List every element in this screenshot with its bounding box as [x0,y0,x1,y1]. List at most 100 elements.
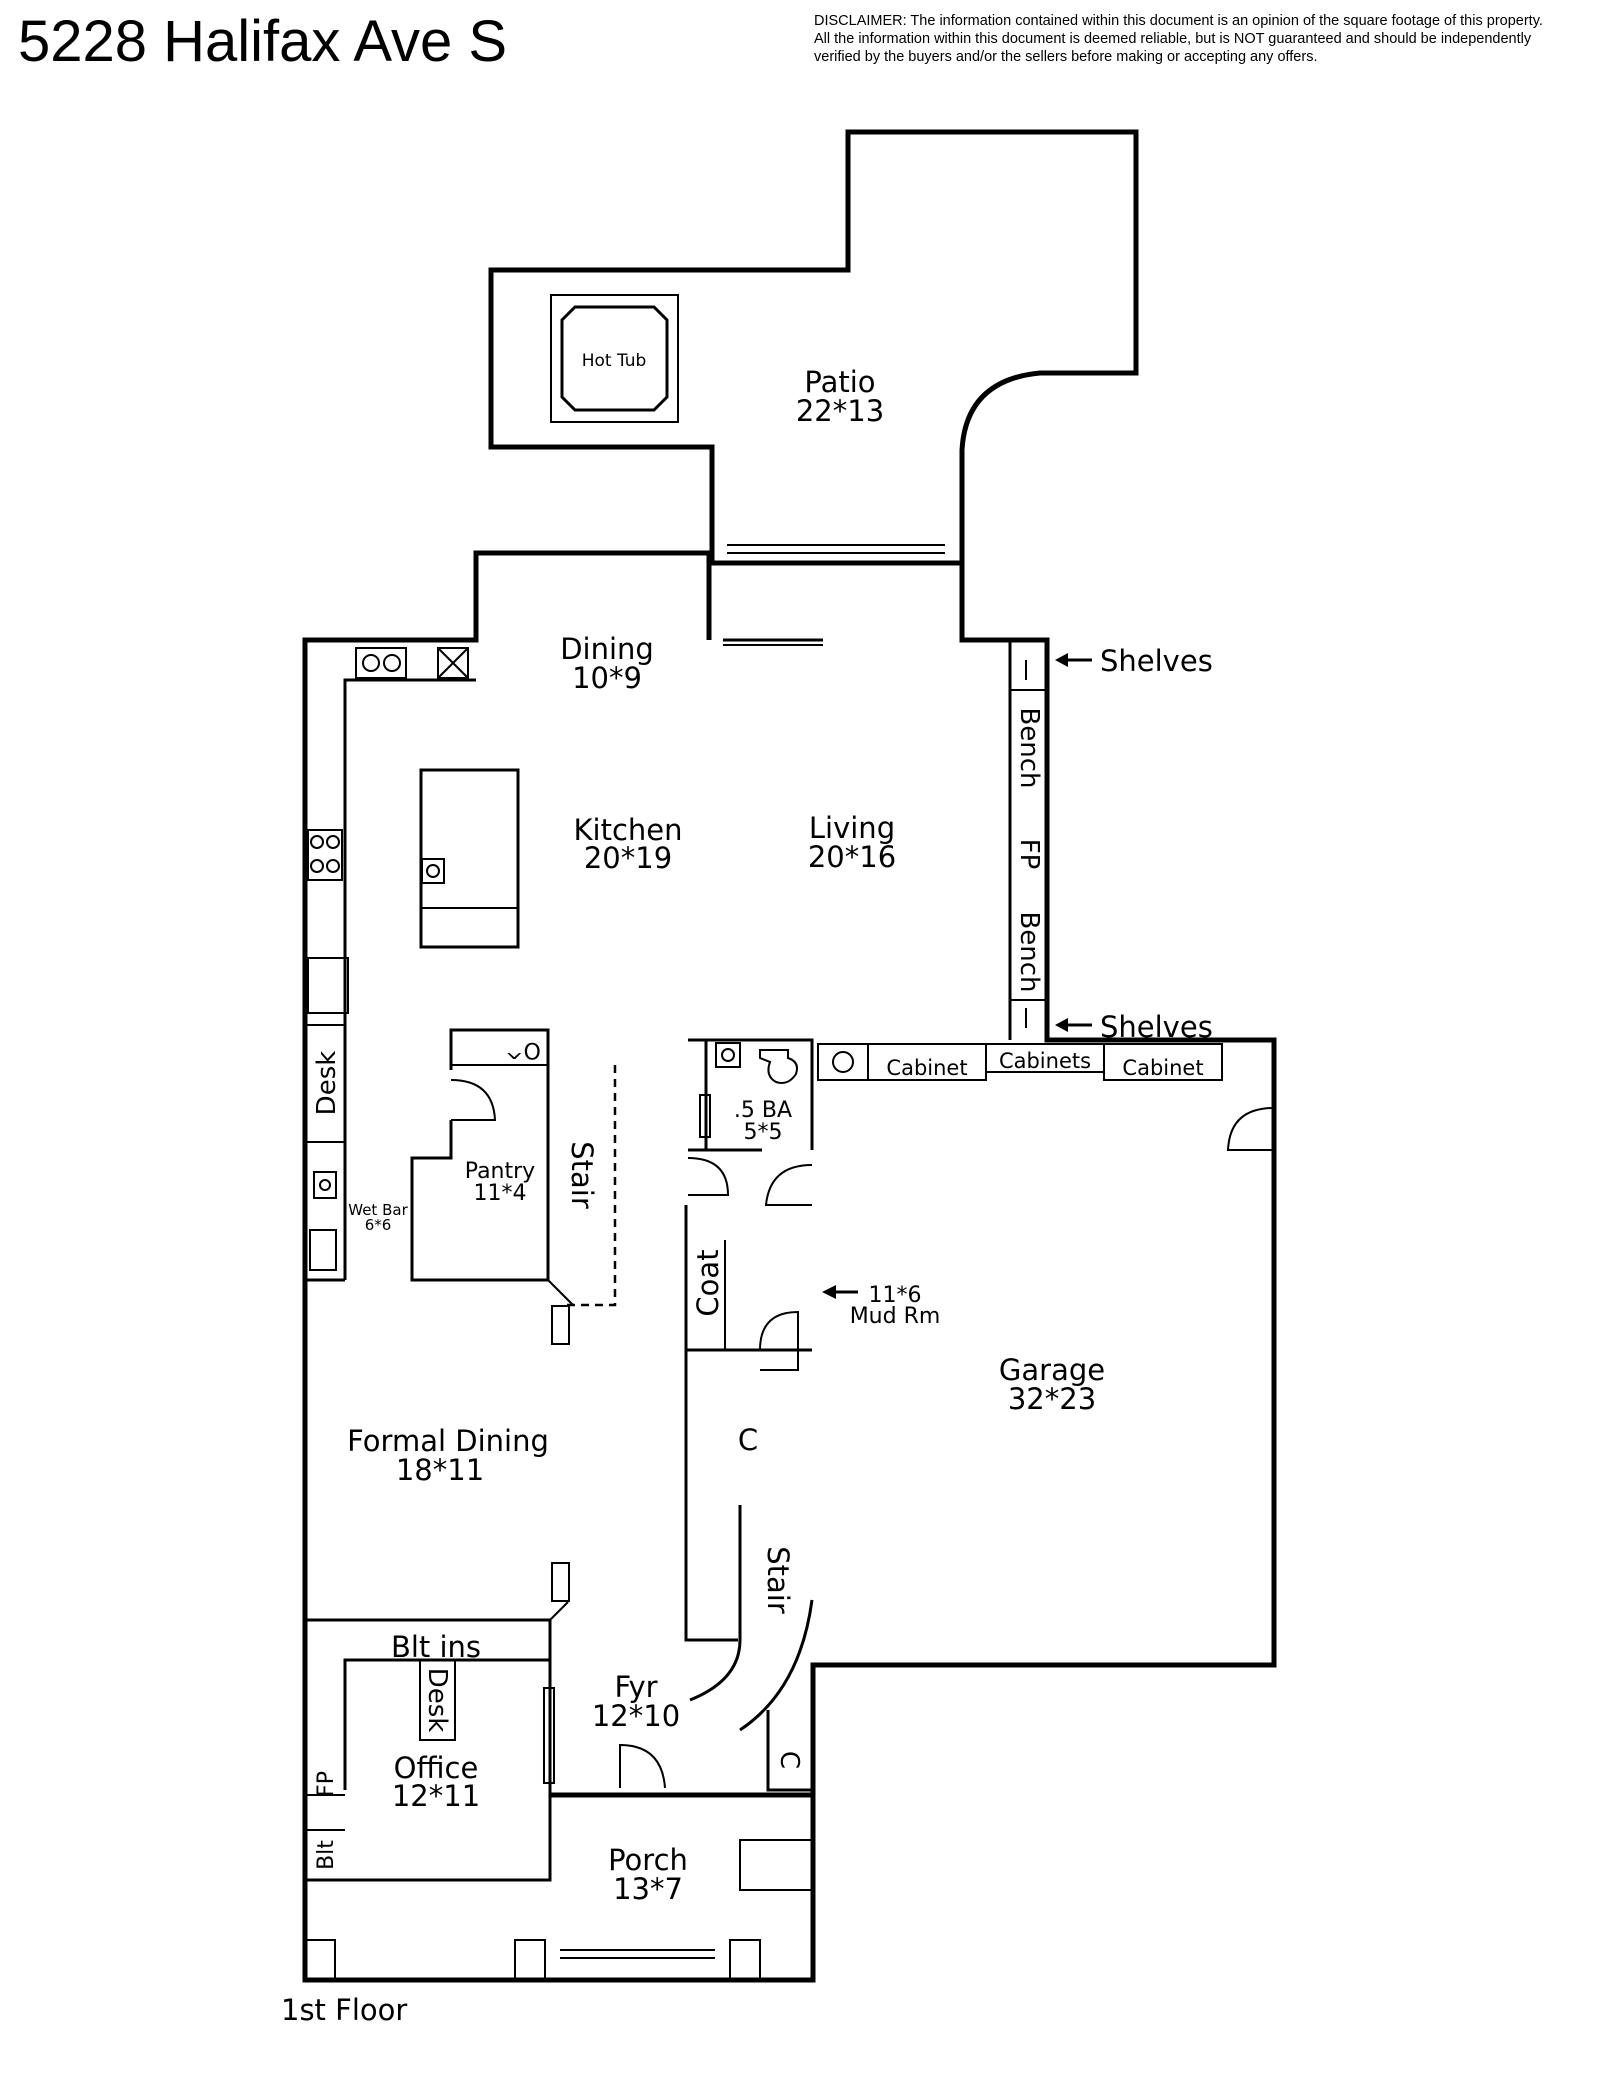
burner [310,859,324,873]
stair-dashed [563,1065,617,1307]
stair-angle [547,1279,574,1306]
living-name: Living [809,811,895,845]
porch-column [304,1939,336,1981]
patio-outline [488,129,1139,566]
burner [310,835,324,849]
hot-tub-basin [560,305,669,412]
office-fireplace-label: FP [314,1771,339,1797]
hot-tub-frame [550,294,679,423]
office-desk-label: Desk [422,1668,452,1733]
garage-name: Garage [999,1353,1105,1387]
burner [326,835,340,849]
office-built-in-label: Blt [314,1840,339,1870]
disclaimer-line: verified by the buyers and/or the seller… [814,49,1318,65]
mud-room-name: Mud Rm [850,1304,941,1329]
double-sink [355,647,407,679]
foyer-closet-label: C [774,1751,804,1769]
closet-door [759,1310,799,1371]
living-dims: 20*16 [808,840,896,874]
bath-drain [721,1048,735,1062]
kitchen-counter-line [343,678,476,1280]
column [551,1305,570,1345]
garage-dims: 32*23 [1008,1382,1096,1416]
pantry-walls [410,1028,550,1282]
oven-label: O^ [505,1037,541,1062]
pantry-name: Pantry [465,1159,535,1184]
wet-bar-dims: 6*6 [365,1216,392,1234]
cabinet-left-label: Cabinet [886,1056,967,1080]
front-door [619,1743,666,1789]
office-angle [549,1601,569,1621]
utility-sink [817,1043,869,1081]
arrow-head [1055,1018,1068,1032]
foyer-dims: 12*10 [592,1699,680,1733]
bath-door-jamb [699,1094,711,1138]
cabinet-right-label: Cabinet [1122,1056,1203,1080]
cabinets-mid-label: Cabinets [999,1049,1091,1073]
island-sink [421,858,445,884]
sink-basin [362,654,380,672]
disclaimer: DISCLAIMER: The information contained wi… [814,12,1604,66]
foyer-name: Fyr [614,1670,657,1704]
porch-dims: 13*7 [613,1872,683,1906]
bath-door-swing [687,1157,730,1196]
coat-label: Coat [691,1249,725,1316]
patio-dims: 22*13 [796,394,884,428]
bath-walls [688,1038,814,1150]
stair-upper-label: Stair [565,1141,599,1209]
office-french-doors [543,1687,555,1784]
bath-sink [715,1042,741,1068]
sink-drain [832,1051,854,1073]
mud-door-swing [764,1164,813,1206]
kitchen-dims: 20*19 [584,841,672,875]
office-walls [305,1618,552,1882]
kitchen-name: Kitchen [574,813,683,847]
garage-cabinet-right [1103,1043,1223,1081]
arrow-head [1055,653,1068,667]
office-built-in-line [343,1658,550,1790]
disclaimer-line: DISCLAIMER: The information contained wi… [814,13,1543,29]
house-exterior-wall [302,550,1277,1983]
arrow-head [822,1285,836,1299]
built-ins-label: Blt ins [391,1630,481,1664]
office-desk [419,1660,456,1741]
page-title: 5228 Halifax Ave S [18,9,508,74]
shelves-bottom-label: Shelves [1100,1010,1213,1044]
dining-name: Dining [560,632,654,666]
cooktop [307,829,343,881]
refrigerator [307,957,349,1014]
dining-dims: 10*9 [572,661,642,695]
porch-name: Porch [608,1843,688,1877]
wet-bar-drain [319,1179,331,1191]
bench-top-label: Bench [1014,707,1044,788]
mud-room-dims: 11*6 [869,1283,922,1308]
shelves-top-label: Shelves [1100,644,1213,678]
dishwasher [437,647,469,679]
disclaimer-line: All the information within this document… [814,31,1532,47]
pantry-dims: 11*4 [474,1181,527,1206]
formal-dining-dims: 18*11 [396,1453,484,1487]
garage-side-door [1226,1107,1275,1151]
closet-label: C [738,1423,758,1457]
office-dims: 12*11 [392,1779,480,1813]
floor-label: 1st Floor [281,1993,407,2027]
stair-curve-outer [739,1599,814,1732]
closet-wall [684,1350,738,1642]
kitchen-desk-label: Desk [312,1051,342,1116]
formal-dining-name: Formal Dining [347,1424,549,1458]
burner [326,859,340,873]
office-name: Office [394,1751,479,1785]
column [551,1562,570,1602]
pantry-door [450,1079,497,1121]
stair-lower-label: Stair [761,1546,795,1614]
foyer-closet-wall [766,1710,812,1792]
dishwasher-cross [437,647,469,679]
wet-bar-fridge [309,1229,337,1271]
wet-bar-name: Wet Bar [348,1201,408,1219]
bench-bottom-label: Bench [1014,911,1044,992]
half-bath-dims: 5*5 [744,1120,783,1145]
island-drain [426,864,440,878]
wet-bar-sink [313,1171,337,1199]
toilet [759,1049,798,1084]
